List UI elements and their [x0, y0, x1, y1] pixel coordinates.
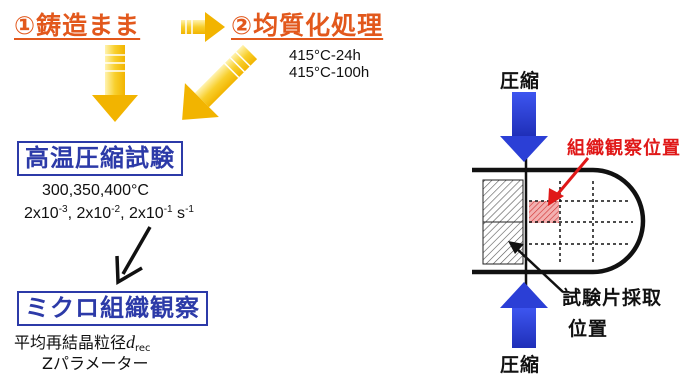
homogenization-condition-1: 415°C-24h [289, 47, 361, 64]
specimen-schematic [472, 152, 646, 290]
homogenization-condition-2: 415°C-100h [289, 64, 370, 81]
step-as-cast: ①鋳造まま [14, 11, 141, 40]
sampling-pointer [508, 241, 564, 293]
arrow-step1-to-step2 [181, 12, 225, 42]
arrow-step1-down [92, 45, 138, 122]
compression-arrow-top [500, 92, 548, 162]
grain-size-label: 平均再結晶粒径drec [14, 332, 151, 354]
sampling-position-label-line2: 位置 [568, 318, 609, 340]
sampling-position-label-line1: 試験片採取 [562, 287, 663, 309]
arrow-test-to-observation [115, 226, 152, 285]
compression-arrow-bottom [500, 282, 548, 348]
compression-label-top: 圧縮 [500, 70, 541, 92]
microstructure-observation-box: ミクロ組織観察 [17, 291, 208, 326]
test-temperatures: 300,350,400°C [42, 182, 149, 199]
z-parameter-label: Zパラメーター [42, 354, 149, 373]
compression-test-box: 高温圧縮試験 [17, 141, 183, 176]
arrow-step2-down [182, 44, 258, 120]
compression-label-bottom: 圧縮 [500, 354, 541, 376]
strain-rates: 2x10-3, 2x10-2, 2x10-1 s-1 [24, 204, 194, 222]
observation-position-label: 組織観察位置 [567, 138, 681, 159]
observation-pointer [548, 157, 590, 206]
step-homogenization: ②均質化処理 [231, 11, 384, 40]
